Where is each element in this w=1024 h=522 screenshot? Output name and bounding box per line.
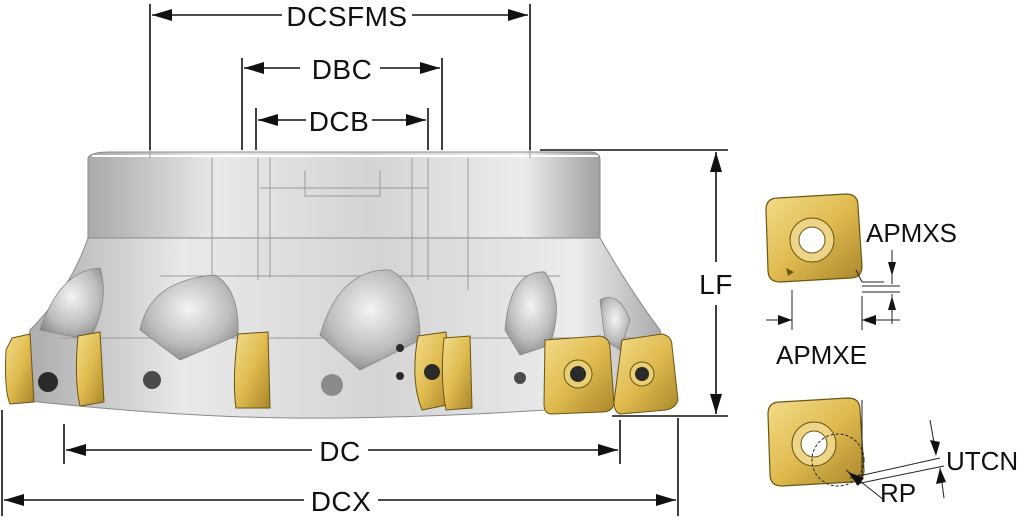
label-lf: LF <box>699 269 733 300</box>
label-dcb: DCB <box>309 106 370 137</box>
dim-dbc: DBC <box>241 54 443 150</box>
insert-2 <box>75 331 105 407</box>
dim-lf: LF <box>540 149 733 417</box>
insert-3 <box>233 331 271 409</box>
label-dcsfms: DCSFMS <box>286 1 407 32</box>
label-apmxe: APMXE <box>776 340 867 370</box>
insert-1 <box>5 333 35 405</box>
dim-dcsfms: DCSFMS <box>149 1 531 150</box>
dim-dc: DC <box>63 420 621 467</box>
cutter-body <box>19 150 676 419</box>
cutter-inserts <box>5 331 679 415</box>
label-rp: RP <box>880 478 916 508</box>
dim-dcx: DCX <box>1 410 679 517</box>
dim-dcb: DCB <box>255 106 429 150</box>
insert-5 <box>441 335 473 411</box>
insert-detail-bottom: UTCN RP <box>767 397 1018 508</box>
label-dc: DC <box>319 436 360 467</box>
insert-detail-top: APMXS APMXE <box>765 193 957 370</box>
label-utcn: UTCN <box>946 446 1018 476</box>
label-apmxs: APMXS <box>866 218 957 248</box>
label-dcx: DCX <box>311 486 372 517</box>
label-dbc: DBC <box>312 54 373 85</box>
